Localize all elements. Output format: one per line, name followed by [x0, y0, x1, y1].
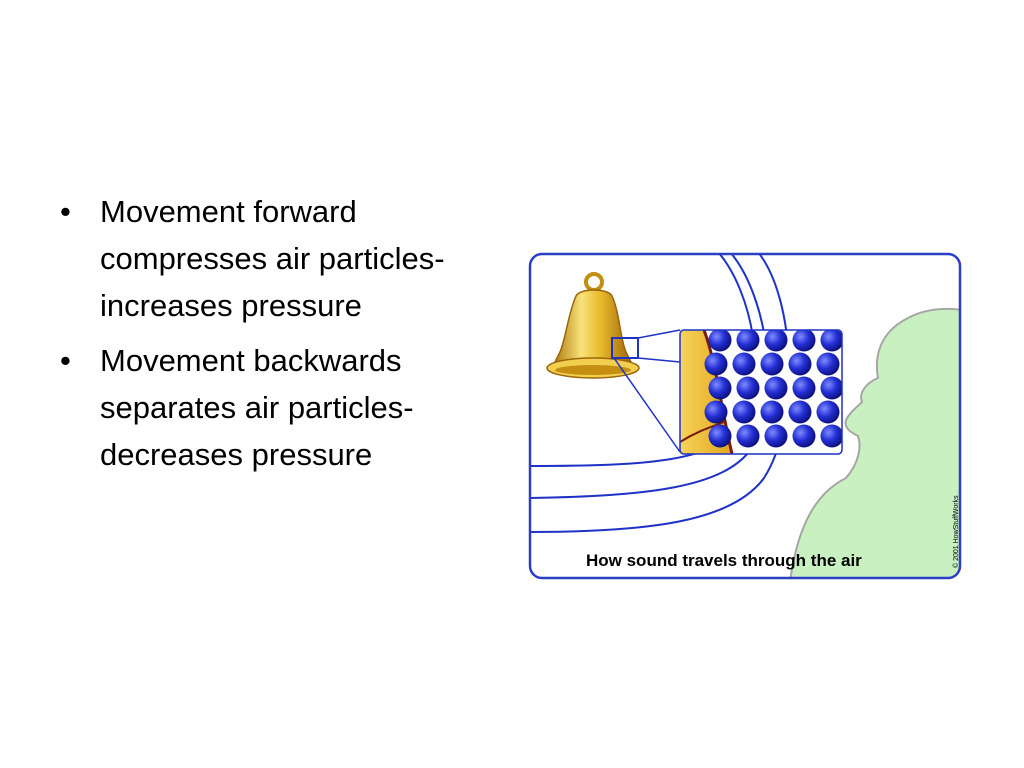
listener-head-silhouette [788, 307, 960, 578]
bullet-item: • Movement forward compresses air partic… [56, 188, 476, 329]
sound-diagram-svg: How sound travels through the air © 2001… [528, 252, 962, 580]
air-particle [704, 400, 728, 424]
zoom-view-border [679, 329, 843, 455]
zoom-connector-line [637, 329, 681, 339]
bullet-item: • Movement backwards separates air parti… [56, 337, 476, 478]
air-particle [788, 400, 812, 424]
air-particle [820, 376, 842, 400]
air-particle [820, 424, 842, 448]
air-particle [708, 424, 732, 448]
air-particle [764, 376, 788, 400]
zoom-view [680, 330, 842, 454]
zoom-connector-line [613, 357, 681, 453]
sound-wave-arc [530, 254, 790, 533]
air-particle [764, 424, 788, 448]
bullet-text: Movement forward compresses air particle… [100, 194, 445, 323]
air-particle [792, 376, 816, 400]
air-particles [704, 330, 842, 448]
magnify-marker [611, 337, 639, 359]
air-particle [708, 330, 732, 352]
diagram-caption: How sound travels through the air [586, 551, 862, 570]
frame-border [528, 252, 962, 580]
air-particle [760, 400, 784, 424]
sound-diagram: How sound travels through the air © 2001… [528, 252, 962, 580]
air-particle [732, 352, 756, 376]
zoom-connector-line [637, 357, 681, 363]
copyright-notice: © 2001 HowStuffWorks [952, 495, 960, 568]
air-particle [792, 424, 816, 448]
air-particle [764, 330, 788, 352]
air-particle [816, 352, 840, 376]
bullet-dot: • [60, 343, 71, 378]
air-particle [820, 330, 842, 352]
air-particle [760, 352, 784, 376]
air-particle [704, 352, 728, 376]
bullet-dot: • [60, 194, 71, 229]
air-particle [736, 330, 760, 352]
air-particle [736, 424, 760, 448]
air-particle [708, 376, 732, 400]
bullet-text: Movement backwards separates air particl… [100, 343, 414, 472]
air-particle [792, 330, 816, 352]
air-particle [732, 400, 756, 424]
air-particle [788, 352, 812, 376]
air-particle [816, 400, 840, 424]
bullet-list: • Movement forward compresses air partic… [56, 188, 476, 486]
air-particle [736, 376, 760, 400]
